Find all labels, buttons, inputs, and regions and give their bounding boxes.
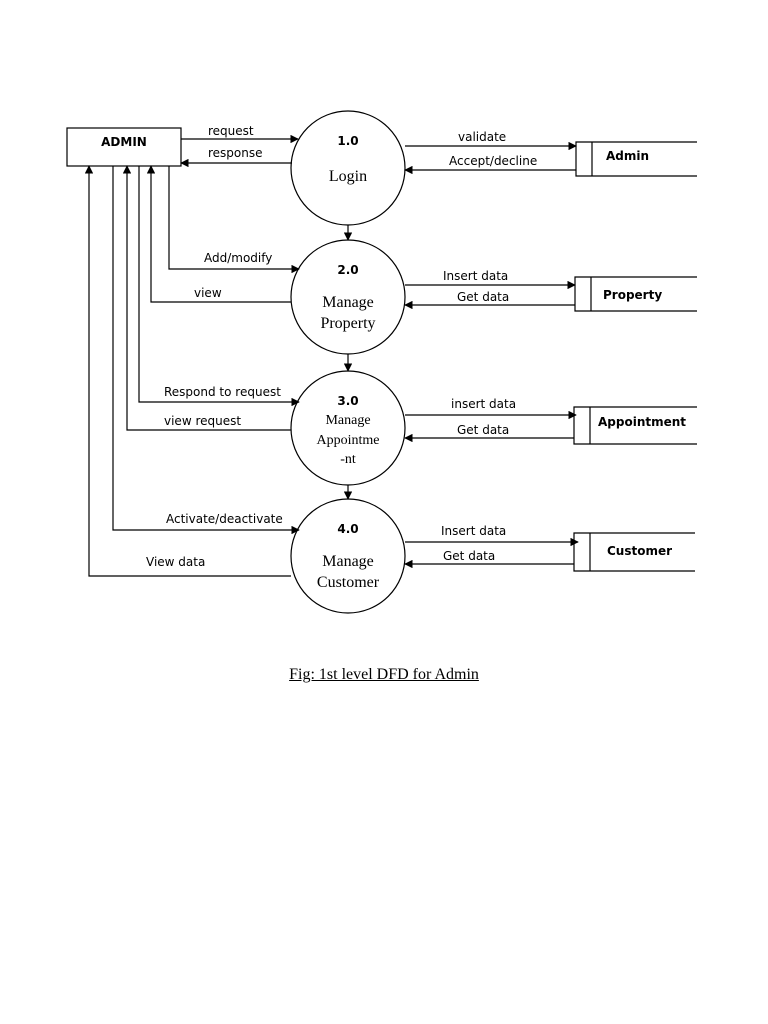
flow-view-data: View data xyxy=(84,165,291,577)
flow-get-data-appointment: Get data xyxy=(404,423,574,443)
flow-label: request xyxy=(208,124,254,138)
flow-insert-data-property: Insert data xyxy=(405,269,576,290)
datastore-label: Customer xyxy=(607,544,672,558)
flow-label: View data xyxy=(146,555,205,569)
flow-label: Activate/deactivate xyxy=(166,512,283,526)
process-number: 1.0 xyxy=(337,134,358,148)
flow-get-data-customer: Get data xyxy=(404,549,574,569)
flow-activate-deactivate: Activate/deactivate xyxy=(112,166,300,535)
process-label-line-3: -nt xyxy=(340,452,356,467)
datastore-admin: Admin xyxy=(575,141,697,177)
datastore-label: Admin xyxy=(606,149,649,163)
datastore-label: Appointment xyxy=(598,415,686,429)
figure-caption-text: Fig: 1st level DFD for Admin xyxy=(289,666,479,683)
process-number: 4.0 xyxy=(337,522,358,536)
figure-caption: Fig: 1st level DFD for Admin xyxy=(0,666,768,684)
datastore-appointment: Appointment xyxy=(573,406,697,445)
admin-entity: ADMIN xyxy=(66,127,182,167)
process-label-line-2: Customer xyxy=(317,574,380,591)
process-manage-property: 2.0 Manage Property xyxy=(290,239,406,355)
flow-request: request xyxy=(181,124,299,144)
flow-insert-data-customer: Insert data xyxy=(405,524,579,547)
flow-label: Get data xyxy=(457,423,509,437)
flow-label: Insert data xyxy=(443,269,508,283)
flow-respond-to-request: Respond to request xyxy=(138,166,300,407)
flow-label: insert data xyxy=(451,397,516,411)
admin-entity-label: ADMIN xyxy=(101,135,147,149)
flow-insert-data-appointment: insert data xyxy=(405,397,577,420)
flow-label: Insert data xyxy=(441,524,506,538)
datastore-customer: Customer xyxy=(573,532,695,572)
flow-accept-decline: Accept/decline xyxy=(404,154,576,175)
flow-label: view request xyxy=(164,414,241,428)
flow-view-request: view request xyxy=(122,165,291,431)
flow-get-data-property: Get data xyxy=(404,290,575,310)
process-label-line-1: Manage xyxy=(325,413,370,428)
datastore-property: Property xyxy=(574,276,697,312)
flow-label: view xyxy=(194,286,222,300)
process-manage-appointment: 3.0 Manage Appointme -nt xyxy=(290,370,406,486)
process-login: 1.0 Login xyxy=(290,110,406,226)
process-label: Login xyxy=(329,168,367,185)
process-label-line-1: Manage xyxy=(322,553,374,570)
datastore-label: Property xyxy=(603,288,662,302)
flow-view: view xyxy=(146,165,291,303)
flow-validate: validate xyxy=(405,130,577,151)
flow-label: Add/modify xyxy=(204,251,272,265)
process-number: 2.0 xyxy=(337,263,358,277)
flow-response: response xyxy=(180,146,292,168)
process-manage-customer: 4.0 Manage Customer xyxy=(290,498,406,614)
flow-label: validate xyxy=(458,130,506,144)
flow-label: response xyxy=(208,146,263,160)
flow-label: Get data xyxy=(443,549,495,563)
flow-add-modify: Add/modify xyxy=(168,166,300,274)
process-label-line-1: Manage xyxy=(322,294,374,311)
process-label-line-2: Appointme xyxy=(317,433,380,448)
flow-label: Get data xyxy=(457,290,509,304)
process-label-line-2: Property xyxy=(320,315,375,332)
flow-label: Respond to request xyxy=(164,385,281,399)
process-number: 3.0 xyxy=(337,394,358,408)
flow-label: Accept/decline xyxy=(449,154,537,168)
